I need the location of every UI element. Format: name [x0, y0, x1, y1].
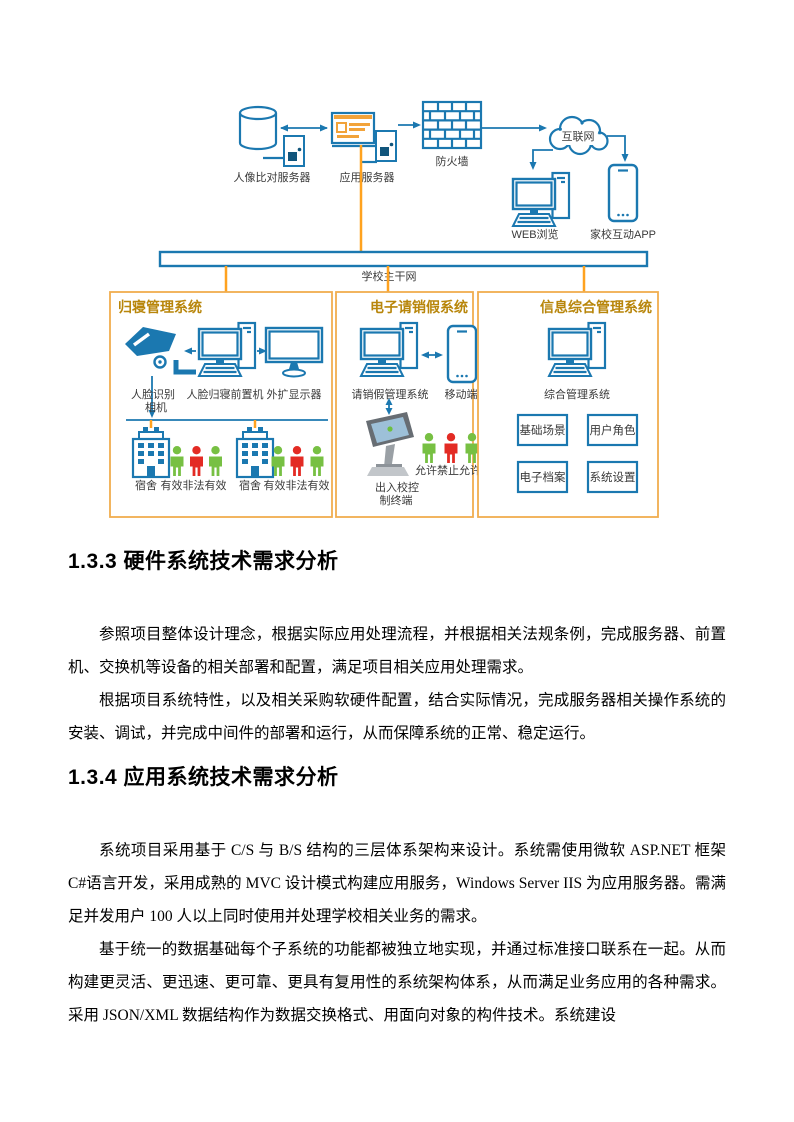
dorm2-label: 宿舍 — [239, 478, 261, 492]
face-server-label: 人像比对服务器 — [234, 170, 311, 184]
module-basic-scene-label: 基础场景 — [520, 423, 566, 437]
paragraph: 根据项目系统特性，以及相关采购软硬件配置，结合实际情况，完成服务器相关操作系统的… — [68, 692, 726, 742]
system-architecture-diagram: 人像比对服务器 应用服务器 — [109, 100, 659, 518]
entry-kiosk-icon — [366, 412, 414, 476]
dorm1-status-label: 有效非法有效 — [161, 478, 227, 492]
dorm-front-machine-label: 人脸归寝前置机 — [187, 387, 264, 401]
paragraph: 系统项目采用基于 C/S 与 B/S 结构的三层体系架构来设计。系统需使用微软 … — [68, 842, 726, 925]
ext-monitor-label: 外扩显示器 — [267, 387, 322, 401]
module-user-role-label: 用户角色 — [590, 423, 636, 437]
dorm-building-icon — [131, 425, 171, 479]
module-sys-settings-label: 系统设置 — [590, 471, 636, 484]
dorm-system-title: 归寝管理系统 — [118, 299, 202, 315]
internet-cloud-icon: 互联网 — [548, 115, 609, 156]
info-system-title: 信息综合管理系统 — [540, 299, 652, 315]
backbone-bus — [158, 250, 649, 268]
connector-arrows — [280, 121, 629, 170]
face-camera-icon — [125, 327, 196, 375]
kiosk-label: 出入校控 — [375, 480, 419, 494]
module-box-user-role — [586, 413, 639, 447]
info-mgmt-label: 综合管理系统 — [544, 387, 610, 401]
document-body: 1.3.3 硬件系统技术需求分析 参照项目整体设计理念，根据实际应用处理流程，并… — [68, 548, 726, 1032]
mobile-label: 移动端 — [445, 388, 478, 401]
module-box-basic-scene — [516, 413, 569, 447]
dorm-building-icon — [235, 425, 275, 479]
dorm2-status-label: 有效非法有效 — [264, 478, 330, 492]
module-box-e-archive — [516, 460, 569, 494]
module-box-sys-settings — [586, 460, 639, 494]
leave-system-title: 电子请销假系统 — [370, 299, 468, 315]
app-server-icon — [330, 111, 397, 164]
ext-monitor-icon — [264, 326, 324, 378]
leave-mgmt-label: 请销假管理系统 — [352, 387, 429, 401]
paragraph: 参照项目整体设计理念，根据实际应用处理流程，并根据相关法规条例，完成服务器、前置… — [68, 626, 726, 676]
firewall-label: 防火墙 — [436, 154, 469, 168]
internet-label: 互联网 — [562, 130, 595, 143]
section-heading-134: 1.3.4 应用系统技术需求分析 — [68, 766, 339, 789]
family-app-label: 家校互动APP — [590, 227, 656, 241]
paragraph: 基于统一的数据基础每个子系统的功能都被独立地实现，并通过标准接口联系在一起。从而… — [68, 941, 726, 1024]
face-camera-label: 人脸识别 — [131, 387, 175, 401]
face-camera-label-2: 相机 — [145, 400, 167, 414]
server-tower-icon — [375, 130, 397, 162]
face-compare-server-icon — [238, 105, 305, 167]
app-server-label: 应用服务器 — [340, 170, 395, 184]
web-browse-label: WEB浏览 — [511, 227, 558, 241]
kiosk-label-2: 制终端 — [380, 493, 413, 507]
dorm1-label: 宿舍 — [135, 478, 157, 492]
mobile-phone-icon — [446, 324, 478, 384]
family-app-phone-icon — [607, 163, 639, 223]
web-browse-computer-icon — [511, 171, 571, 228]
leave-status-label: 允许禁止允许 — [415, 463, 481, 477]
server-tower-icon — [283, 135, 305, 167]
section-heading-133: 1.3.3 硬件系统技术需求分析 — [68, 550, 339, 573]
module-e-archive-label: 电子档案 — [520, 470, 566, 484]
firewall-icon — [421, 100, 483, 150]
